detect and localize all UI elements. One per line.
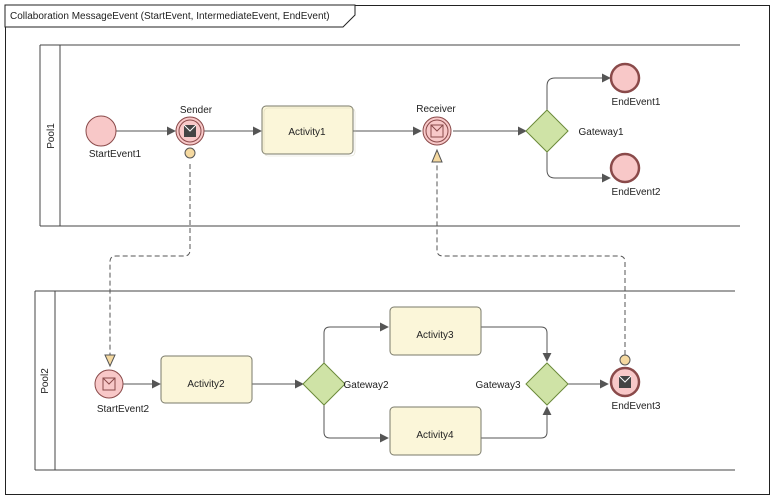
pool-2[interactable]: Pool2 bbox=[34, 290, 735, 471]
sequence-flows-pool-1 bbox=[116, 73, 611, 183]
activity-2-label: Activity2 bbox=[187, 379, 225, 390]
pool-2-label: Pool2 bbox=[40, 368, 51, 394]
message-target-arrow-start2 bbox=[104, 354, 116, 368]
sender-event[interactable]: Sender bbox=[175, 105, 213, 146]
end-event-1-label: EndEvent1 bbox=[612, 97, 661, 108]
sender-label: Sender bbox=[180, 105, 213, 116]
flow-gateway1-end1 bbox=[546, 73, 611, 110]
start-event-2[interactable]: StartEvent2 bbox=[94, 369, 150, 415]
gateway-2-label: Gateway2 bbox=[343, 380, 388, 391]
activity-1-label: Activity1 bbox=[288, 127, 326, 138]
flow-gateway2-activity3 bbox=[323, 322, 389, 363]
message-source-circle-sender bbox=[184, 147, 196, 159]
end-event-2-label: EndEvent2 bbox=[612, 187, 661, 198]
activity-4-label: Activity4 bbox=[416, 430, 454, 441]
diagram-title-tab: Collaboration MessageEvent (StartEvent, … bbox=[4, 4, 356, 28]
diagram-frame bbox=[5, 5, 770, 495]
message-source-circle-end3 bbox=[619, 354, 631, 366]
flow-activity4-gateway3 bbox=[481, 406, 552, 439]
gateway-1[interactable]: Gateway1 bbox=[525, 109, 624, 153]
message-flow-markers bbox=[104, 147, 631, 368]
activity-3-label: Activity3 bbox=[416, 330, 454, 341]
end-event-1[interactable]: EndEvent1 bbox=[609, 62, 661, 108]
end-event-3-label: EndEvent3 bbox=[612, 401, 661, 412]
receiver-event[interactable]: Receiver bbox=[416, 104, 456, 146]
flow-gateway1-end2 bbox=[546, 152, 611, 183]
receiver-label: Receiver bbox=[416, 104, 456, 115]
flow-activity3-gateway3 bbox=[481, 326, 552, 362]
start-event-2-label: StartEvent2 bbox=[97, 404, 150, 415]
start-event-1[interactable]: StartEvent1 bbox=[85, 115, 142, 160]
gateway-3[interactable]: Gateway3 bbox=[475, 362, 569, 406]
flow-gateway2-activity4 bbox=[323, 405, 389, 443]
pool-1-label: Pool1 bbox=[46, 123, 57, 149]
start-event-1-label: StartEvent1 bbox=[89, 149, 142, 160]
gateway-1-label: Gateway1 bbox=[578, 127, 623, 138]
gateway-3-label: Gateway3 bbox=[475, 380, 520, 391]
activity-3[interactable]: Activity3 bbox=[389, 306, 482, 356]
message-flows bbox=[109, 164, 626, 355]
message-target-arrow-receiver bbox=[431, 148, 443, 163]
gateway-2[interactable]: Gateway2 bbox=[302, 362, 389, 406]
activity-1[interactable]: Activity1 bbox=[261, 105, 356, 157]
end-event-2[interactable]: EndEvent2 bbox=[609, 152, 661, 198]
activity-2[interactable]: Activity2 bbox=[160, 355, 253, 404]
pool-1[interactable]: Pool1 bbox=[39, 44, 740, 227]
message-flow-sender-start2 bbox=[109, 164, 191, 355]
end-event-3[interactable]: EndEvent3 bbox=[609, 366, 661, 412]
sequence-flows-pool-2 bbox=[123, 322, 609, 443]
activity-4[interactable]: Activity4 bbox=[389, 406, 482, 456]
diagram-title: Collaboration MessageEvent (StartEvent, … bbox=[10, 11, 330, 22]
